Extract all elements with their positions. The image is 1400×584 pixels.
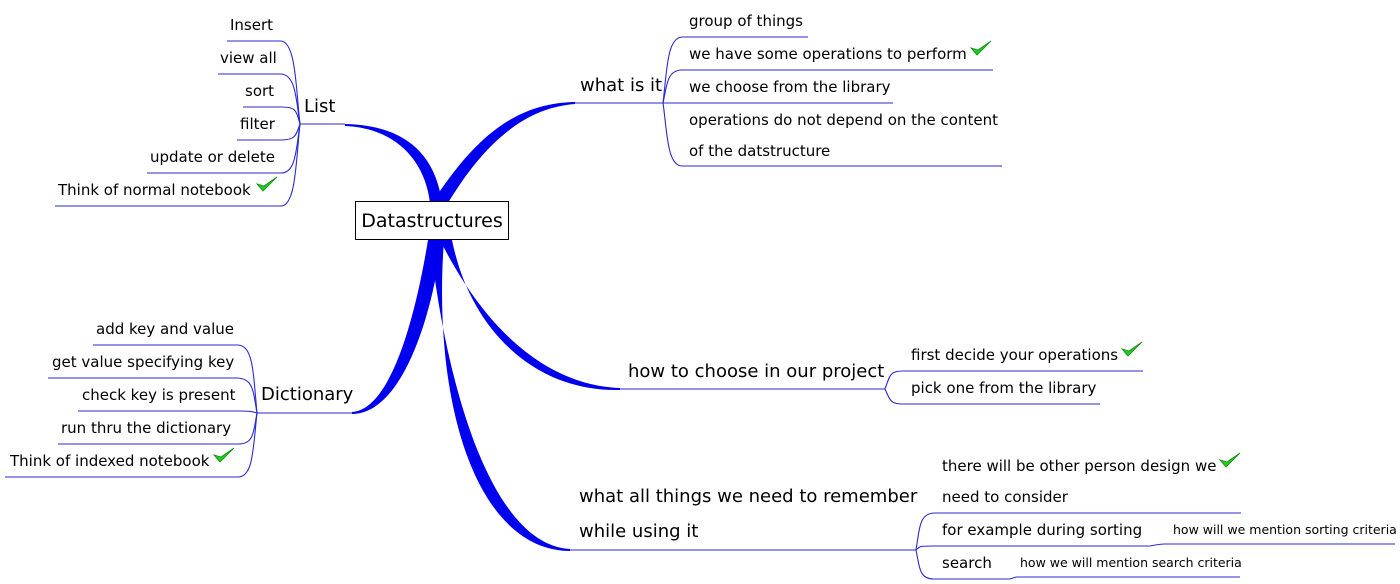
what-item-group[interactable]: group of things <box>689 12 803 30</box>
choose-item-decide[interactable]: first decide your operations <box>911 346 1119 364</box>
what-item-content[interactable]: operations do not depend on the content <box>689 111 998 129</box>
branch-what-is-it <box>432 102 575 203</box>
branch-remember <box>430 240 570 551</box>
list-item-notebook[interactable]: Think of normal notebook <box>58 181 251 199</box>
list-item-insert[interactable]: Insert <box>230 16 274 34</box>
list-item-view-all[interactable]: view all <box>220 49 277 67</box>
remember-item-other-person[interactable]: there will be other person design we <box>942 457 1217 475</box>
list-node[interactable]: List <box>304 96 336 117</box>
list-item-update[interactable]: update or delete <box>150 148 275 166</box>
remember-item-search[interactable]: search <box>942 554 992 572</box>
green-check-icon <box>1219 452 1241 468</box>
what-is-it-node[interactable]: what is it <box>580 75 663 96</box>
dict-item-get[interactable]: get value specifying key <box>52 353 235 371</box>
list-item-filter[interactable]: filter <box>240 115 275 133</box>
remember-item-consider[interactable]: need to consider <box>942 488 1068 506</box>
dict-item-add[interactable]: add key and value <box>96 320 234 338</box>
dict-item-notebook[interactable]: Think of indexed notebook <box>10 452 210 470</box>
branch-how-to-choose <box>440 240 620 391</box>
list-item-sort[interactable]: sort <box>245 82 275 100</box>
sorting-detail[interactable]: how will we mention sorting criteria <box>1173 522 1397 537</box>
branch-dictionary <box>352 240 442 414</box>
what-item-library[interactable]: we choose from the library <box>689 78 891 96</box>
remember-item-sorting[interactable]: for example during sorting <box>942 521 1143 539</box>
remember-node-line1[interactable]: what all things we need to remember <box>579 486 918 507</box>
green-check-icon <box>1121 341 1143 357</box>
dict-item-run[interactable]: run thru the dictionary <box>61 419 232 437</box>
root-node[interactable]: Datastructures <box>355 201 509 240</box>
remember-node-line2[interactable]: while using it <box>579 521 699 542</box>
green-check-icon <box>970 40 992 56</box>
what-item-datstructure[interactable]: of the datstructure <box>689 142 831 160</box>
branch-list <box>345 124 442 203</box>
what-item-operations[interactable]: we have some operations to perform <box>689 45 967 63</box>
choose-item-pick[interactable]: pick one from the library <box>911 379 1097 397</box>
search-detail[interactable]: how we will mention search criteria <box>1020 555 1242 570</box>
dict-item-check[interactable]: check key is present <box>82 386 236 404</box>
how-to-choose-node[interactable]: how to choose in our project <box>628 361 885 382</box>
dictionary-node[interactable]: Dictionary <box>261 384 354 405</box>
green-check-icon <box>213 447 235 463</box>
green-check-icon <box>256 176 278 192</box>
